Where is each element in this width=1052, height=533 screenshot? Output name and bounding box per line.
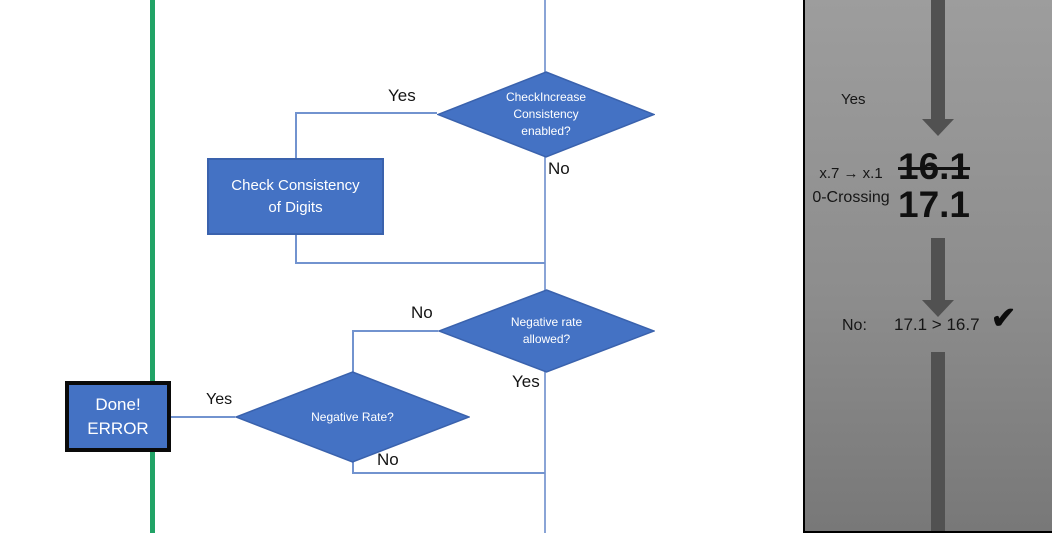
- connector-no-mid-h: [352, 330, 438, 332]
- done-error-box: Done! ERROR: [65, 381, 171, 452]
- label-negative-allowed-yes: Yes: [512, 372, 540, 391]
- connector-box-out-h: [295, 262, 545, 264]
- negative-rate-diamond: Negative Rate?: [235, 371, 470, 463]
- negative-rate-allowed-diamond: Negative rate allowed?: [438, 289, 655, 373]
- connector-yes-top-h: [295, 112, 437, 114]
- negative-rate-allowed-diamond-label: Negative rate allowed?: [510, 315, 583, 346]
- zero-crossing-line: 0-Crossing: [812, 189, 890, 206]
- down-arrow-2-shaft: [931, 238, 945, 300]
- connector-no-bottom-h: [352, 472, 545, 474]
- done-error-box-line2: ERROR: [87, 418, 149, 438]
- panel-no-label: No:: [842, 317, 867, 334]
- connector-no-mid-v: [352, 330, 354, 372]
- check-consistency-box-line1: Check Consistency: [231, 176, 360, 194]
- down-arrow-3-shaft: [931, 352, 945, 531]
- check-increase-diamond-label: CheckIncrease Consistency enabled?: [505, 90, 587, 138]
- negative-rate-diamond-label: Negative Rate?: [311, 409, 394, 424]
- check-increase-diamond: CheckIncrease Consistency enabled?: [437, 71, 655, 158]
- connector-yes-done-h: [171, 416, 235, 418]
- panel-values: 16.1 17.1: [898, 148, 970, 224]
- new-value: 17.1: [898, 184, 971, 225]
- done-error-box-line1: Done!: [95, 394, 141, 414]
- down-arrow-1-head-icon: [922, 119, 954, 136]
- main-flow-line: [544, 0, 546, 533]
- check-consistency-box-line2: of Digits: [268, 198, 323, 216]
- panel-transition-text: x.7 → x.1 0-Crossing: [805, 162, 897, 210]
- connector-no-bottom-v: [352, 462, 354, 474]
- label-check-increase-yes: Yes: [388, 86, 416, 105]
- label-check-increase-no: No: [548, 159, 570, 178]
- annotation-panel: Yes x.7 → x.1 0-Crossing 16.1 17.1 No: 1…: [803, 0, 1052, 533]
- check-icon: ✔: [991, 302, 1017, 335]
- label-negative-allowed-no: No: [411, 303, 433, 322]
- panel-comparison: 17.1 > 16.7: [894, 315, 980, 334]
- old-value-strikethrough: 16.1: [898, 146, 971, 187]
- green-guide-line: [150, 0, 155, 533]
- connector-yes-top-v: [295, 112, 297, 159]
- down-arrow-2-head-icon: [922, 300, 954, 317]
- panel-yes-label: Yes: [841, 91, 866, 108]
- label-negative-rate-yes: Yes: [206, 391, 233, 408]
- transition-line: x.7 → x.1: [819, 165, 883, 182]
- check-consistency-box: Check Consistency of Digits: [207, 158, 384, 235]
- diamond-shape: [437, 71, 655, 158]
- connector-box-out-v: [295, 234, 297, 264]
- diamond-shape: [235, 371, 470, 463]
- down-arrow-1-shaft: [931, 0, 945, 119]
- diamond-shape: [438, 289, 655, 373]
- label-negative-rate-no: No: [377, 450, 399, 469]
